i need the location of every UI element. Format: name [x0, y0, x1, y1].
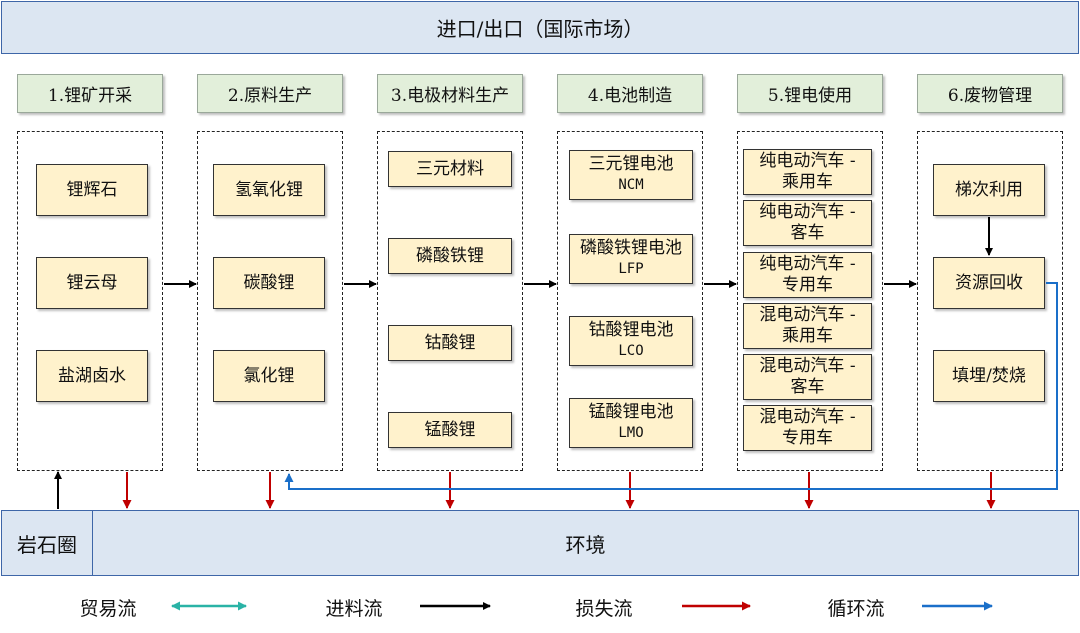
panel-electrode	[377, 131, 523, 471]
legend-text: 损失流	[575, 597, 633, 620]
battery-item: 磷酸铁锂电池 LFP	[569, 234, 693, 284]
banner-title: 进口/出口（国际市场）	[436, 17, 644, 41]
battery-item: 三元锂电池 NCM	[569, 150, 693, 200]
item-label: 氢氧化锂	[235, 179, 303, 200]
item-label: 锰酸锂	[424, 419, 476, 440]
item-label: 纯电动汽车 -	[759, 151, 856, 171]
environment-box: 环境	[92, 510, 1079, 576]
item-label: 梯次利用	[955, 179, 1023, 200]
item-label-line2: 专用车	[782, 275, 833, 295]
item-label: 碳酸锂	[243, 272, 295, 293]
legend-loss-label: 损失流	[556, 592, 652, 622]
legend-trade-label: 贸易流	[60, 592, 156, 622]
electrode-item: 三元材料	[388, 151, 512, 187]
electrode-item: 磷酸铁锂	[388, 238, 512, 274]
item-label: 氯化锂	[243, 365, 295, 386]
electrode-item: 钴酸锂	[388, 325, 512, 361]
item-label: 钴酸锂	[424, 332, 476, 353]
stage-label: 6.废物管理	[947, 86, 1033, 106]
item-label: 填埋/焚烧	[952, 365, 1026, 386]
item-code: LFP	[618, 261, 644, 277]
mining-item: 锂云母	[36, 257, 148, 309]
stage-label: 2.原料生产	[227, 86, 313, 106]
panel-battery	[557, 131, 703, 471]
waste-item-landfill: 填埋/焚烧	[933, 350, 1045, 402]
item-label: 盐湖卤水	[58, 365, 126, 386]
item-code: NCM	[618, 177, 644, 193]
item-label-line2: 专用车	[782, 428, 833, 448]
item-code: LMO	[618, 425, 644, 441]
item-label-line2: 乘用车	[782, 326, 833, 346]
legend-text: 贸易流	[79, 597, 137, 620]
mining-item: 锂辉石	[36, 164, 148, 216]
item-label: 三元锂电池	[588, 154, 674, 174]
battery-item: 锰酸锂电池 LMO	[569, 398, 693, 448]
stage-electrode: 3.电极材料生产	[377, 74, 523, 113]
item-label: 磷酸铁锂电池	[580, 238, 682, 258]
item-label: 锰酸锂电池	[588, 402, 674, 422]
use-item: 纯电动汽车 -客车	[743, 200, 872, 246]
lithosphere-box: 岩石圈	[1, 510, 93, 576]
item-label: 纯电动汽车 -	[759, 202, 856, 222]
legend-feed-label: 进料流	[306, 592, 402, 622]
panel-use	[737, 131, 883, 471]
panel-mining	[17, 131, 163, 471]
item-label: 纯电动汽车 -	[759, 254, 856, 274]
item-label: 锂云母	[66, 272, 118, 293]
panel-waste	[917, 131, 1063, 471]
stage-label: 3.电极材料生产	[390, 86, 510, 106]
panel-raw-material	[197, 131, 343, 471]
item-code: LCO	[618, 343, 644, 359]
use-item: 混电动汽车 -客车	[743, 354, 872, 400]
legend-text: 进料流	[325, 597, 383, 620]
item-label: 资源回收	[955, 272, 1023, 293]
use-item: 纯电动汽车 -专用车	[743, 252, 872, 298]
item-label-line2: 客车	[790, 377, 825, 397]
stage-use: 5.锂电使用	[737, 74, 883, 113]
use-item: 纯电动汽车 -乘用车	[743, 149, 872, 195]
item-label-line2: 乘用车	[782, 172, 833, 192]
international-market-banner: 进口/出口（国际市场）	[1, 1, 1079, 54]
stage-mining: 1.锂矿开采	[17, 74, 163, 113]
mining-item: 盐湖卤水	[36, 350, 148, 402]
waste-item-recycle: 资源回收	[933, 257, 1045, 309]
use-item: 混电动汽车 -乘用车	[743, 303, 872, 349]
item-label: 锂辉石	[66, 179, 118, 200]
stage-label: 1.锂矿开采	[47, 86, 133, 106]
item-label: 钴酸锂电池	[588, 320, 674, 340]
electrode-item: 锰酸锂	[388, 412, 512, 448]
item-label: 三元材料	[416, 158, 484, 179]
stage-raw-material: 2.原料生产	[197, 74, 343, 113]
stage-waste: 6.废物管理	[917, 74, 1063, 113]
item-label: 磷酸铁锂	[416, 245, 484, 266]
stage-battery: 4.电池制造	[557, 74, 703, 113]
use-item: 混电动汽车 -专用车	[743, 405, 872, 451]
item-label: 混电动汽车 -	[759, 305, 856, 325]
stage-label: 5.锂电使用	[767, 86, 853, 106]
legend-cycle-label: 循环流	[808, 592, 904, 622]
cycle-arrow	[284, 282, 1058, 490]
item-label: 混电动汽车 -	[759, 356, 856, 376]
battery-item: 钴酸锂电池 LCO	[569, 316, 693, 366]
lithosphere-label: 岩石圈	[17, 532, 77, 557]
raw-material-item: 氢氧化锂	[213, 164, 325, 216]
waste-item-cascade: 梯次利用	[933, 164, 1045, 216]
item-label: 混电动汽车 -	[759, 407, 856, 427]
raw-material-item: 氯化锂	[213, 350, 325, 402]
legend-text: 循环流	[827, 597, 885, 620]
raw-material-item: 碳酸锂	[213, 257, 325, 309]
item-label-line2: 客车	[790, 223, 825, 243]
environment-label: 环境	[565, 532, 606, 557]
stage-label: 4.电池制造	[587, 86, 673, 106]
